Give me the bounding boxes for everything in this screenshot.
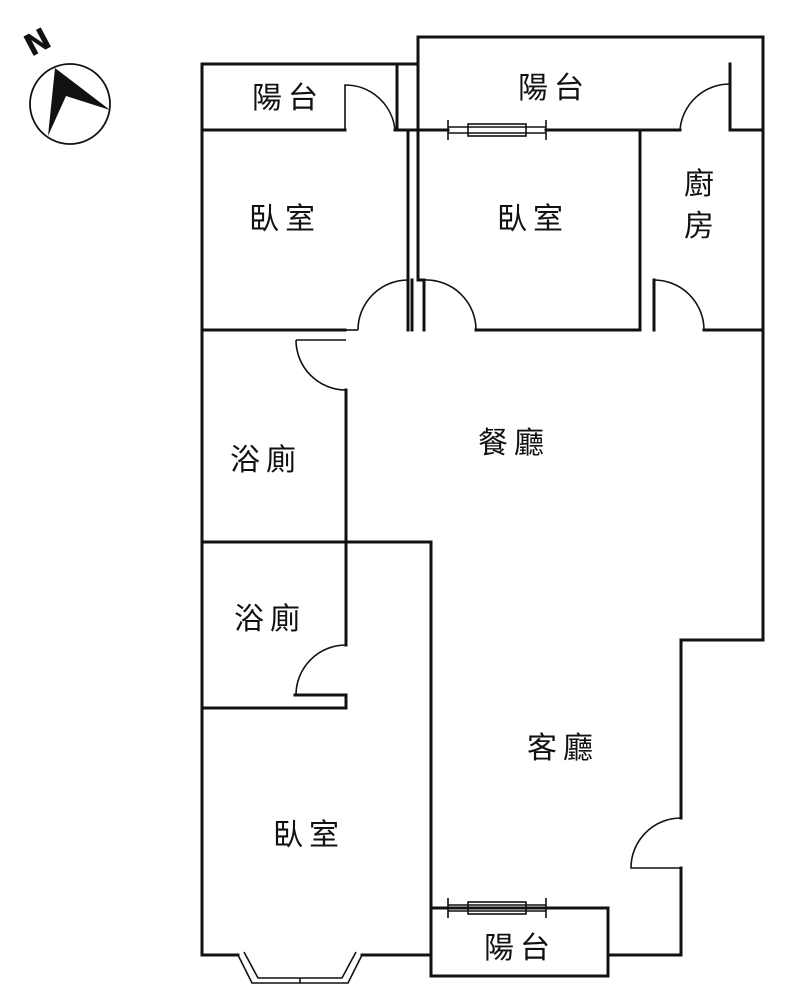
label-balcony-nw: 陽台 [252, 81, 324, 116]
label-dining: 餐廳 [478, 426, 550, 461]
door-n-balcony-right [679, 83, 731, 131]
compass-north-letter: N [19, 22, 58, 65]
label-bedroom-sw: 臥室 [273, 818, 345, 853]
label-living: 客廳 [527, 731, 599, 766]
doors [295, 83, 731, 869]
sliding-door-n [447, 120, 547, 140]
label-balcony-n: 陽台 [518, 71, 590, 106]
door-nw-bedroom [357, 279, 409, 331]
label-bathroom-2: 浴廁 [234, 602, 306, 637]
compass-arrow-icon [48, 68, 110, 136]
label-bathroom-1: 浴廁 [230, 443, 302, 478]
label-bedroom-n: 臥室 [497, 202, 569, 237]
label-kitchen: 廚 房 [684, 167, 736, 244]
door-kitchen [653, 279, 705, 331]
door-bathroom-1 [295, 339, 347, 391]
windows [237, 120, 547, 984]
door-n-bedroom [423, 279, 477, 331]
label-bedroom-nw: 臥室 [249, 202, 321, 237]
sliding-door-s [447, 898, 547, 918]
walls [200, 35, 765, 978]
label-balcony-s: 陽台 [484, 931, 556, 966]
door-bathroom-2 [295, 644, 347, 696]
door-entry [630, 817, 682, 869]
bay-window [237, 951, 363, 984]
door-nw-balcony [344, 84, 396, 131]
compass: N [19, 22, 111, 145]
room-labels: 陽台 陽台 臥室 臥室 廚 房 浴廁 浴廁 餐廳 客廳 臥室 陽台 [230, 71, 736, 966]
